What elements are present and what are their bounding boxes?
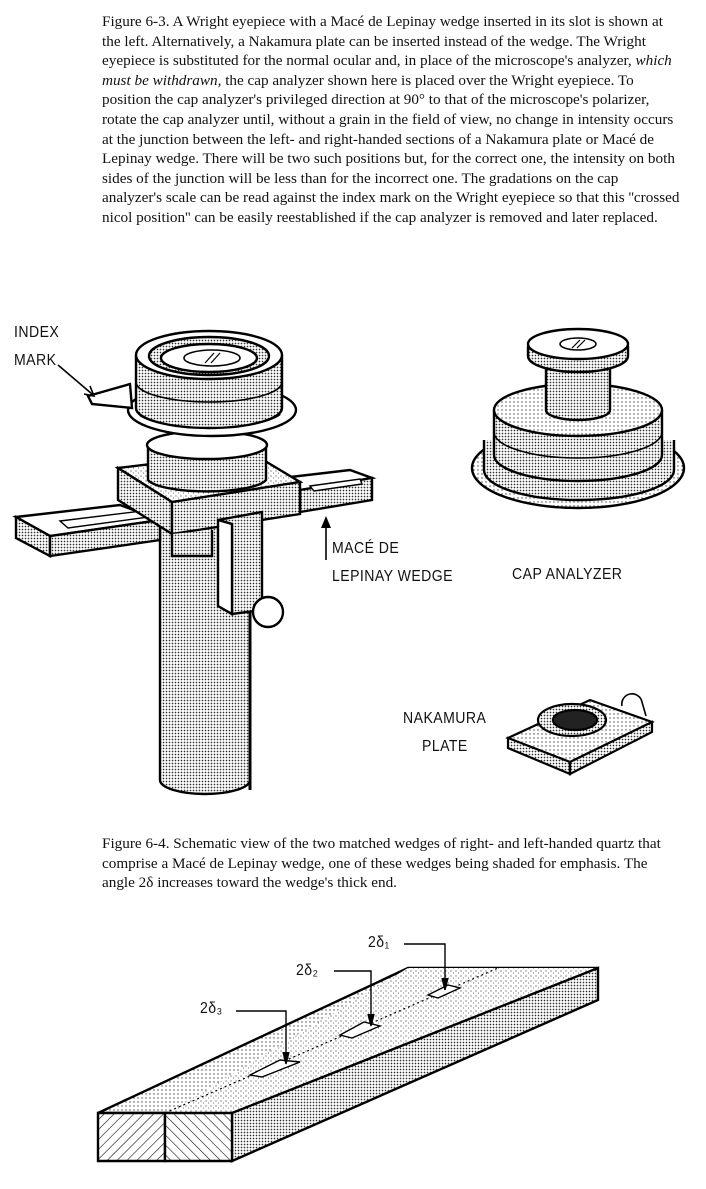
label-mark: MARK — [14, 352, 57, 369]
caption-text-part2: the cap analyzer shown here is placed ov… — [102, 71, 680, 226]
label-2delta-3: 2δ₃ — [200, 1000, 223, 1017]
mace-de-lepinay-wedge-schematic — [96, 966, 600, 1163]
delta-leader-lines — [236, 943, 449, 1065]
wright-eyepiece — [12, 329, 377, 796]
nakamura-plate-drawing — [505, 693, 655, 776]
cap-analyzer-drawing — [470, 327, 686, 510]
label-index: INDEX — [14, 324, 60, 341]
label-lepinay-wedge: LEPINAY WEDGE — [332, 568, 453, 585]
caption-italic-phrase: which must be withdrawn, — [102, 52, 672, 89]
figure-6-4-caption: Figure 6-4. Schematic view of the two ma… — [102, 835, 661, 892]
label-2delta-2: 2δ₂ — [296, 962, 319, 979]
label-mace-de: MACÉ DE — [332, 540, 400, 557]
mace-wedge-arrow — [321, 516, 331, 560]
figure-6-3-caption: Figure 6-3. A Wright eyepiece with a Mac… — [102, 12, 682, 228]
caption-text-part1: Figure 6-3. A Wright eyepiece with a Mac… — [102, 13, 663, 70]
label-2delta-1: 2δ₁ — [368, 934, 390, 951]
label-plate: PLATE — [422, 738, 468, 755]
index-mark-arrow — [57, 364, 93, 395]
label-nakamura: NAKAMURA — [403, 710, 487, 727]
label-cap-analyzer: CAP ANALYZER — [512, 566, 623, 583]
